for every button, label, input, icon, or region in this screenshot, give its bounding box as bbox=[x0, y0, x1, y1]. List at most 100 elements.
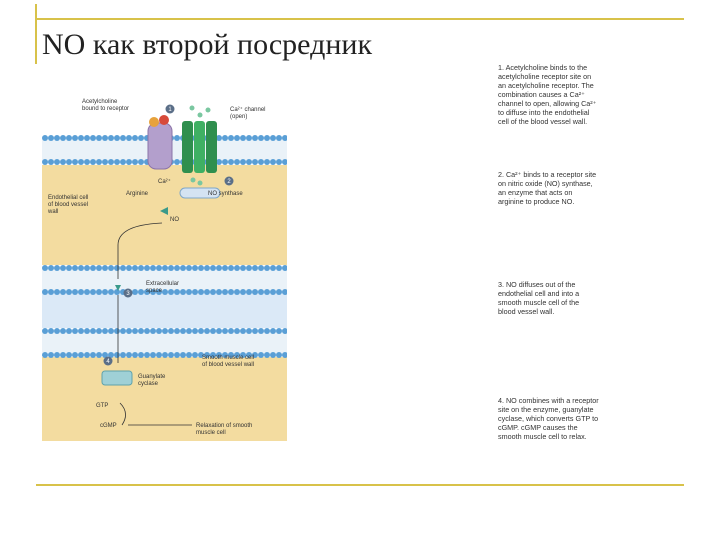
step-1-text: 1. Acetylcholine binds to the acetylchol… bbox=[498, 63, 643, 126]
phospholipid-head bbox=[138, 328, 144, 334]
phospholipid-head bbox=[270, 265, 276, 271]
phospholipid-head bbox=[132, 328, 138, 334]
phospholipid-head bbox=[228, 289, 234, 295]
label-ca: Ca²⁺ bbox=[158, 178, 171, 185]
phospholipid-head bbox=[258, 135, 264, 141]
phospholipid-head bbox=[210, 265, 216, 271]
phospholipid-head bbox=[246, 159, 252, 165]
step-line: cyclase, which converts GTP to bbox=[498, 414, 599, 423]
step-4-text: 4. NO combines with a receptor site on t… bbox=[498, 396, 643, 441]
phospholipid-head bbox=[108, 159, 114, 165]
phospholipid-head bbox=[114, 328, 120, 334]
phospholipid-head bbox=[216, 159, 222, 165]
phospholipid-head bbox=[258, 265, 264, 271]
label-endothelial-2: of blood vessel bbox=[48, 202, 88, 208]
phospholipid-head bbox=[78, 135, 84, 141]
phospholipid-head bbox=[234, 159, 240, 165]
label-cgmp: cGMP bbox=[100, 423, 117, 429]
phospholipid-head bbox=[96, 159, 102, 165]
phospholipid-head bbox=[240, 159, 246, 165]
phospholipid-head bbox=[270, 135, 276, 141]
phospholipid-head bbox=[168, 289, 174, 295]
phospholipid-head bbox=[48, 265, 54, 271]
phospholipid-head bbox=[252, 265, 258, 271]
phospholipid-head bbox=[264, 265, 270, 271]
phospholipid-head bbox=[234, 265, 240, 271]
phospholipid-head bbox=[54, 352, 60, 358]
phospholipid-head bbox=[228, 135, 234, 141]
phospholipid-head bbox=[252, 135, 258, 141]
phospholipid-head bbox=[258, 328, 264, 334]
phospholipid-head bbox=[174, 328, 180, 334]
phospholipid-head bbox=[144, 352, 150, 358]
phospholipid-head bbox=[270, 159, 276, 165]
step-badge-3: 3 bbox=[123, 288, 133, 298]
phospholipid-head bbox=[126, 159, 132, 165]
svg-text:3: 3 bbox=[126, 291, 130, 297]
phospholipid-head bbox=[180, 328, 186, 334]
phospholipid-head bbox=[126, 265, 132, 271]
no-molecule bbox=[115, 285, 121, 291]
phospholipid-head bbox=[114, 289, 120, 295]
phospholipid-head bbox=[90, 135, 96, 141]
phospholipid-head bbox=[108, 328, 114, 334]
no-molecule bbox=[160, 207, 168, 215]
phospholipid-head bbox=[204, 352, 210, 358]
phospholipid-head bbox=[168, 265, 174, 271]
phospholipid-head bbox=[84, 135, 90, 141]
phospholipid-head bbox=[156, 328, 162, 334]
phospholipid-head bbox=[150, 352, 156, 358]
phospholipid-head bbox=[180, 352, 186, 358]
phospholipid-head bbox=[114, 159, 120, 165]
label-bound-to-receptor: bound to receptor bbox=[82, 106, 129, 112]
phospholipid-head bbox=[60, 352, 66, 358]
label-smooth-1: Smooth muscle cell bbox=[202, 355, 254, 361]
phospholipid-head bbox=[162, 352, 168, 358]
phospholipid-head bbox=[282, 352, 288, 358]
svg-text:2: 2 bbox=[227, 179, 231, 185]
phospholipid-head bbox=[282, 159, 288, 165]
phospholipid-head bbox=[180, 289, 186, 295]
phospholipid-head bbox=[270, 328, 276, 334]
phospholipid-head bbox=[90, 352, 96, 358]
phospholipid-head bbox=[114, 135, 120, 141]
phospholipid-head bbox=[258, 159, 264, 165]
phospholipid-head bbox=[204, 265, 210, 271]
phospholipid-head bbox=[54, 135, 60, 141]
acetylcholine-molecule bbox=[149, 117, 159, 127]
phospholipid-head bbox=[240, 265, 246, 271]
phospholipid-head bbox=[234, 328, 240, 334]
label-extracellular-1: Extracellular bbox=[146, 281, 179, 287]
phospholipid-head bbox=[138, 135, 144, 141]
label-endothelial-3: wall bbox=[47, 209, 58, 215]
step-line: 1. Acetylcholine binds to the bbox=[498, 63, 588, 72]
phospholipid-head bbox=[270, 352, 276, 358]
phospholipid-head bbox=[66, 159, 72, 165]
phospholipid-head bbox=[156, 265, 162, 271]
ca-ion bbox=[190, 177, 196, 183]
label-acetylcholine: Acetylcholine bbox=[82, 99, 118, 105]
step-line: cGMP. cGMP causes the bbox=[498, 423, 578, 432]
guanylate-cyclase-enzyme bbox=[101, 370, 133, 386]
phospholipid-head bbox=[174, 352, 180, 358]
phospholipid-head bbox=[72, 328, 78, 334]
phospholipid-head bbox=[120, 328, 126, 334]
label-relaxation-2: muscle cell bbox=[196, 430, 226, 436]
phospholipid-head bbox=[246, 328, 252, 334]
phospholipid-head bbox=[72, 265, 78, 271]
phospholipid-head bbox=[84, 289, 90, 295]
no-synthase-enzyme bbox=[179, 187, 221, 199]
phospholipid-head bbox=[276, 159, 282, 165]
title-top-rule bbox=[36, 18, 684, 20]
phospholipid-head bbox=[264, 328, 270, 334]
phospholipid-head bbox=[66, 328, 72, 334]
step-line: smooth muscle cell to relax. bbox=[498, 432, 587, 441]
phospholipid-head bbox=[276, 265, 282, 271]
phospholipid-head bbox=[126, 352, 132, 358]
phospholipid-head bbox=[144, 328, 150, 334]
phospholipid-head bbox=[282, 265, 288, 271]
phospholipid-head bbox=[102, 289, 108, 295]
phospholipid-head bbox=[246, 265, 252, 271]
step-line: to diffuse into the endothelial bbox=[498, 108, 590, 117]
label-gtp: GTP bbox=[96, 403, 108, 409]
